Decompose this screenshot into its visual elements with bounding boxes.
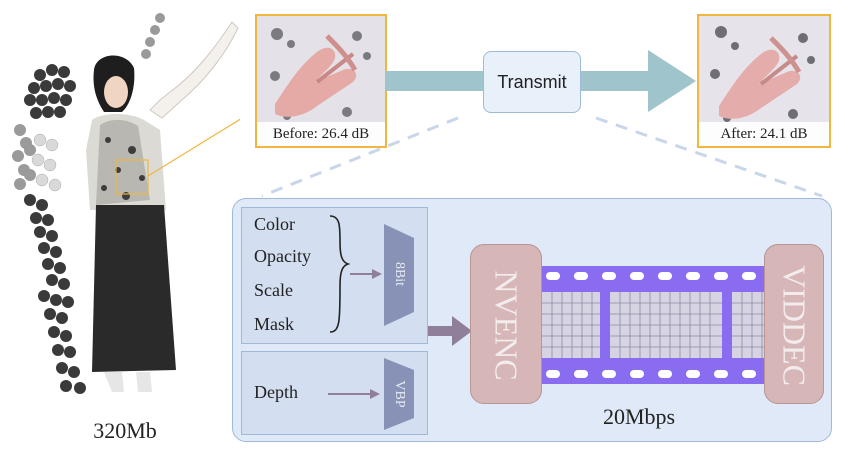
point-cloud bbox=[12, 13, 165, 394]
depth-arrow bbox=[370, 389, 380, 399]
transmit-box: Transmit bbox=[483, 51, 581, 113]
video-frames bbox=[542, 292, 772, 358]
after-thumbnail: After: 24.1 dB bbox=[697, 14, 831, 148]
bitrate-label: 20Mbps bbox=[602, 404, 676, 429]
after-caption: After: 24.1 dB bbox=[699, 122, 829, 146]
transmit-label: Transmit bbox=[497, 71, 567, 92]
before-thumbnail: Before: 26.4 dB bbox=[255, 14, 387, 148]
decoder-label: VIDDEC bbox=[776, 265, 813, 386]
attribute-box: Color Opacity Scale Mask 8Bit bbox=[241, 207, 428, 344]
attr-color: Color bbox=[254, 214, 296, 234]
vbp-label: VBP bbox=[392, 380, 407, 408]
depth-box: Depth VBP bbox=[241, 351, 428, 435]
transmit-arrow-shaft-right bbox=[579, 71, 649, 91]
to-encoder-arrow bbox=[428, 316, 472, 346]
quantizer-label: 8Bit bbox=[392, 261, 407, 287]
attr-graphics bbox=[329, 215, 414, 333]
encoder-box: NVENC bbox=[470, 244, 542, 404]
transmit-arrow-shaft-left bbox=[386, 71, 484, 91]
quantizer-trapezoid bbox=[384, 224, 414, 326]
attr-scale: Scale bbox=[254, 280, 293, 300]
zoom-leader-line bbox=[147, 118, 240, 177]
attr-mask: Mask bbox=[254, 314, 294, 334]
depth-label: Depth bbox=[254, 382, 298, 402]
film-strip bbox=[532, 266, 772, 384]
vbp-trapezoid bbox=[384, 358, 414, 430]
figure-illustration bbox=[12, 13, 240, 394]
size-label: 320Mb bbox=[93, 418, 157, 443]
transmit-arrow-head bbox=[648, 50, 696, 112]
curly-brace bbox=[329, 215, 351, 333]
dash-line-left bbox=[261, 116, 459, 198]
depth-graphics bbox=[328, 358, 414, 430]
before-caption: Before: 26.4 dB bbox=[257, 122, 385, 146]
attr-arrow bbox=[372, 269, 382, 279]
person bbox=[86, 21, 239, 392]
encoder-label: NVENC bbox=[488, 270, 525, 381]
attr-opacity: Opacity bbox=[254, 246, 311, 266]
dash-line-right bbox=[595, 116, 823, 198]
decoder-box: VIDDEC bbox=[764, 244, 824, 404]
